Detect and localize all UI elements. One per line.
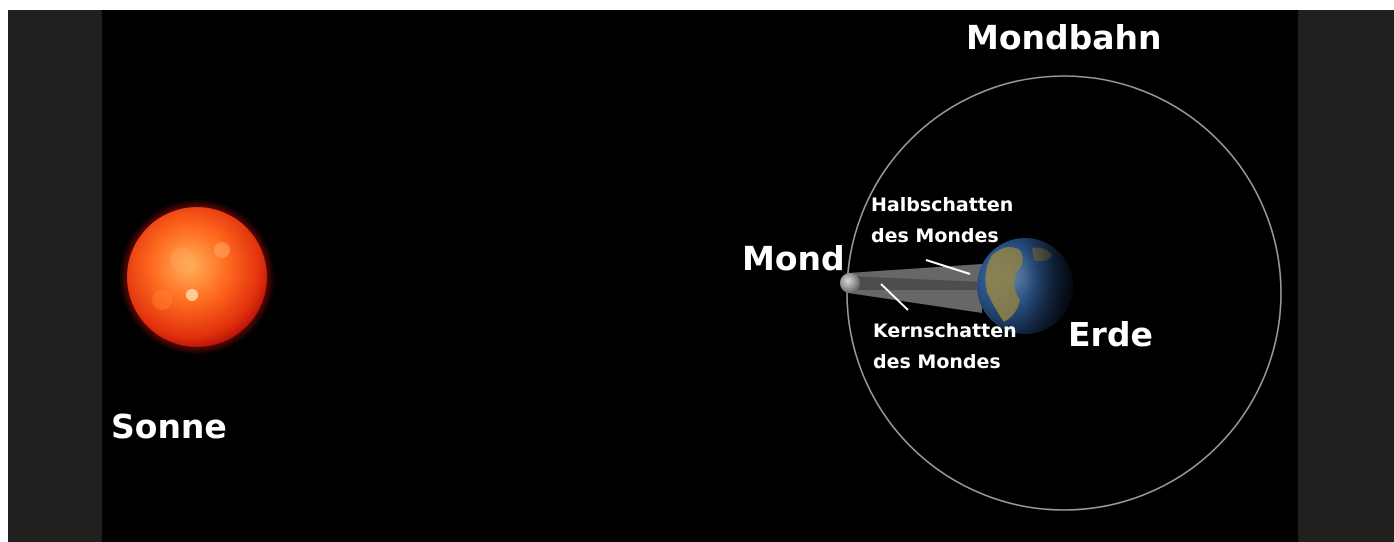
penumbra-label: Halbschatten des Mondes: [871, 190, 1013, 252]
diagram-canvas: Sonne Mond Erde Mondbahn Halbschatten de…: [102, 10, 1298, 542]
orbit-label: Mondbahn: [966, 18, 1162, 57]
sun-icon: [119, 199, 275, 355]
umbra-label-line-2: des Mondes: [873, 347, 1017, 378]
umbra-label: Kernschatten des Mondes: [873, 316, 1017, 378]
moon-label: Mond: [742, 239, 845, 278]
eclipse-diagram: [102, 10, 1298, 542]
sun-label: Sonne: [111, 407, 227, 446]
penumbra-label-line-2: des Mondes: [871, 221, 1013, 252]
umbra-label-line-1: Kernschatten: [873, 316, 1017, 347]
penumbra-label-line-1: Halbschatten: [871, 190, 1013, 221]
earth-label: Erde: [1068, 315, 1153, 354]
